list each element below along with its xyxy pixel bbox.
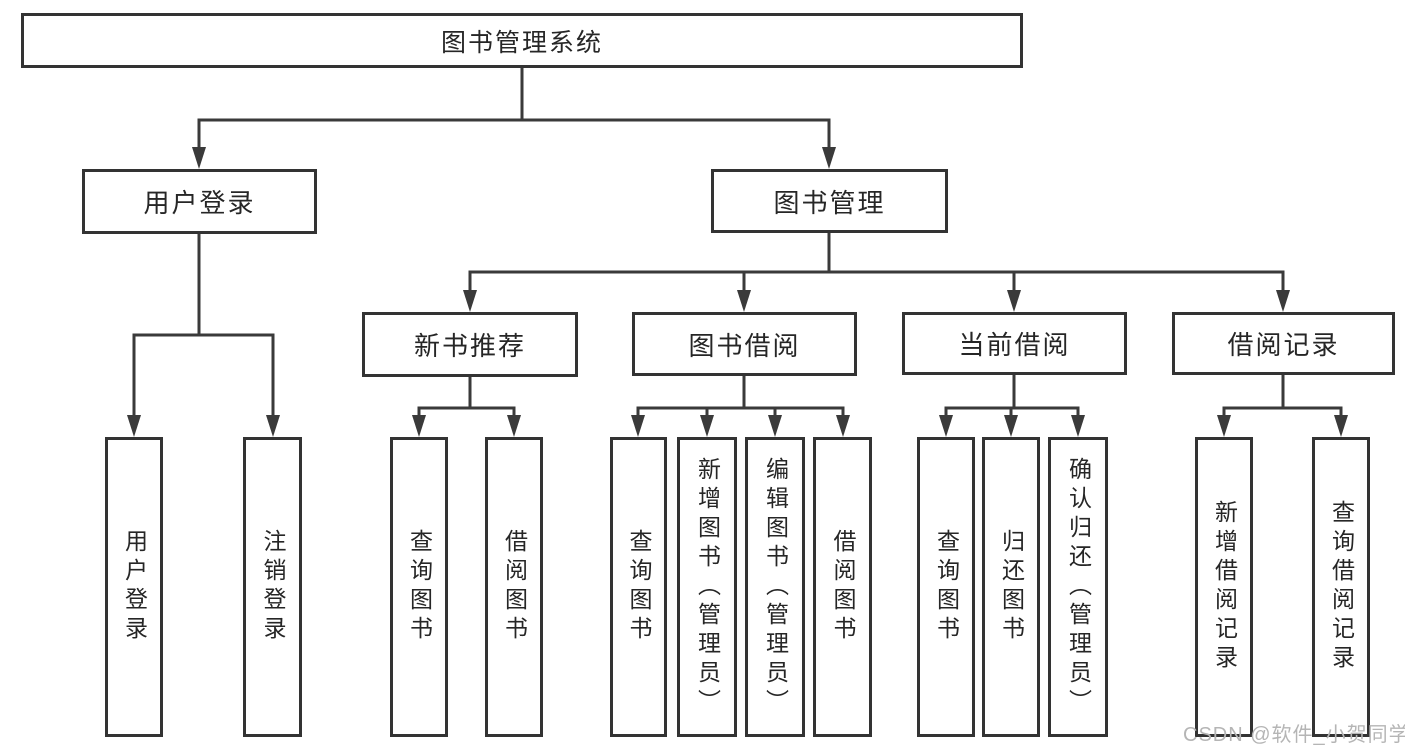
csdn-watermark: CSDN @软件_小贺同学 bbox=[1183, 724, 1405, 746]
arrow-icon bbox=[1217, 415, 1231, 437]
arrow-icon bbox=[127, 415, 141, 437]
connector-new-book bbox=[417, 377, 516, 418]
connector-root bbox=[197, 68, 831, 150]
leaf-query-books-recommend: 查询图书 bbox=[390, 437, 448, 737]
arrow-icon bbox=[939, 415, 953, 437]
node-label: 查询图书 bbox=[626, 529, 652, 645]
connector-user-login bbox=[132, 234, 275, 418]
node-user-login: 用户登录 bbox=[82, 169, 317, 234]
node-label: 确认归还（管理员） bbox=[1065, 456, 1092, 718]
connector-book-management bbox=[468, 233, 1285, 294]
node-label: 图书管理 bbox=[773, 187, 886, 218]
node-book-borrowing: 图书借阅 bbox=[632, 312, 857, 376]
connector-book-borrowing bbox=[636, 375, 845, 418]
node-label: 借阅记录 bbox=[1227, 330, 1340, 360]
node-label: 图书借阅 bbox=[688, 330, 801, 361]
arrowheads bbox=[127, 147, 1348, 437]
leaf-confirm-return-admin: 确认归还（管理员） bbox=[1048, 437, 1108, 737]
leaf-logout: 注销登录 bbox=[243, 437, 302, 737]
arrow-icon bbox=[836, 415, 850, 437]
arrow-icon bbox=[631, 415, 645, 437]
arrow-icon bbox=[700, 415, 714, 437]
node-borrowing-records: 借阅记录 bbox=[1172, 312, 1395, 375]
node-label: 查询借阅记录 bbox=[1328, 500, 1355, 674]
node-label: 注销登录 bbox=[260, 529, 286, 645]
leaf-edit-books-admin: 编辑图书（管理员） bbox=[745, 437, 805, 737]
node-new-book-recommendation: 新书推荐 bbox=[362, 312, 578, 377]
node-label: 用户登录 bbox=[121, 529, 148, 645]
node-label: 当前借阅 bbox=[958, 330, 1071, 360]
arrow-icon bbox=[822, 147, 836, 169]
leaf-add-books-admin: 新增图书（管理员） bbox=[677, 437, 737, 737]
leaf-add-borrow-record: 新增借阅记录 bbox=[1195, 437, 1253, 737]
arrow-icon bbox=[412, 415, 426, 437]
node-label: 新增图书（管理员） bbox=[694, 456, 721, 718]
arrow-icon bbox=[507, 415, 521, 437]
leaf-user-login: 用户登录 bbox=[105, 437, 163, 737]
node-label: 用户登录 bbox=[143, 188, 256, 218]
node-label: 新增借阅记录 bbox=[1211, 500, 1238, 674]
node-label: 借阅图书 bbox=[830, 529, 856, 645]
node-current-borrowing: 当前借阅 bbox=[902, 312, 1127, 375]
arrow-icon bbox=[1071, 415, 1085, 437]
leaf-borrow-books: 借阅图书 bbox=[813, 437, 872, 737]
arrow-icon bbox=[266, 415, 280, 437]
connector-borrowing-records bbox=[1222, 374, 1343, 418]
leaf-query-books-current: 查询图书 bbox=[917, 437, 975, 737]
arrow-icon bbox=[737, 290, 751, 312]
leaf-borrow-books-recommend: 借阅图书 bbox=[485, 437, 543, 737]
node-label: 借阅图书 bbox=[501, 529, 528, 645]
node-label: 查询图书 bbox=[933, 529, 960, 645]
node-label: 归还图书 bbox=[998, 529, 1025, 645]
node-book-management: 图书管理 bbox=[711, 169, 948, 233]
arrow-icon bbox=[1004, 415, 1018, 437]
node-library-management-system: 图书管理系统 bbox=[21, 13, 1023, 68]
node-label: 编辑图书（管理员） bbox=[762, 456, 789, 718]
arrow-icon bbox=[1276, 290, 1290, 312]
arrow-icon bbox=[1334, 415, 1348, 437]
leaf-query-books-borrowing: 查询图书 bbox=[610, 437, 667, 737]
arrow-icon bbox=[768, 415, 782, 437]
arrow-icon bbox=[463, 290, 477, 312]
connector-current-borrowing bbox=[944, 374, 1080, 418]
node-label: 新书推荐 bbox=[413, 331, 526, 361]
leaf-query-borrow-record: 查询借阅记录 bbox=[1312, 437, 1370, 737]
leaf-return-books: 归还图书 bbox=[982, 437, 1040, 737]
node-label: 图书管理系统 bbox=[440, 28, 603, 57]
arrow-icon bbox=[192, 147, 206, 169]
arrow-icon bbox=[1007, 290, 1021, 312]
node-label: 查询图书 bbox=[406, 529, 433, 645]
